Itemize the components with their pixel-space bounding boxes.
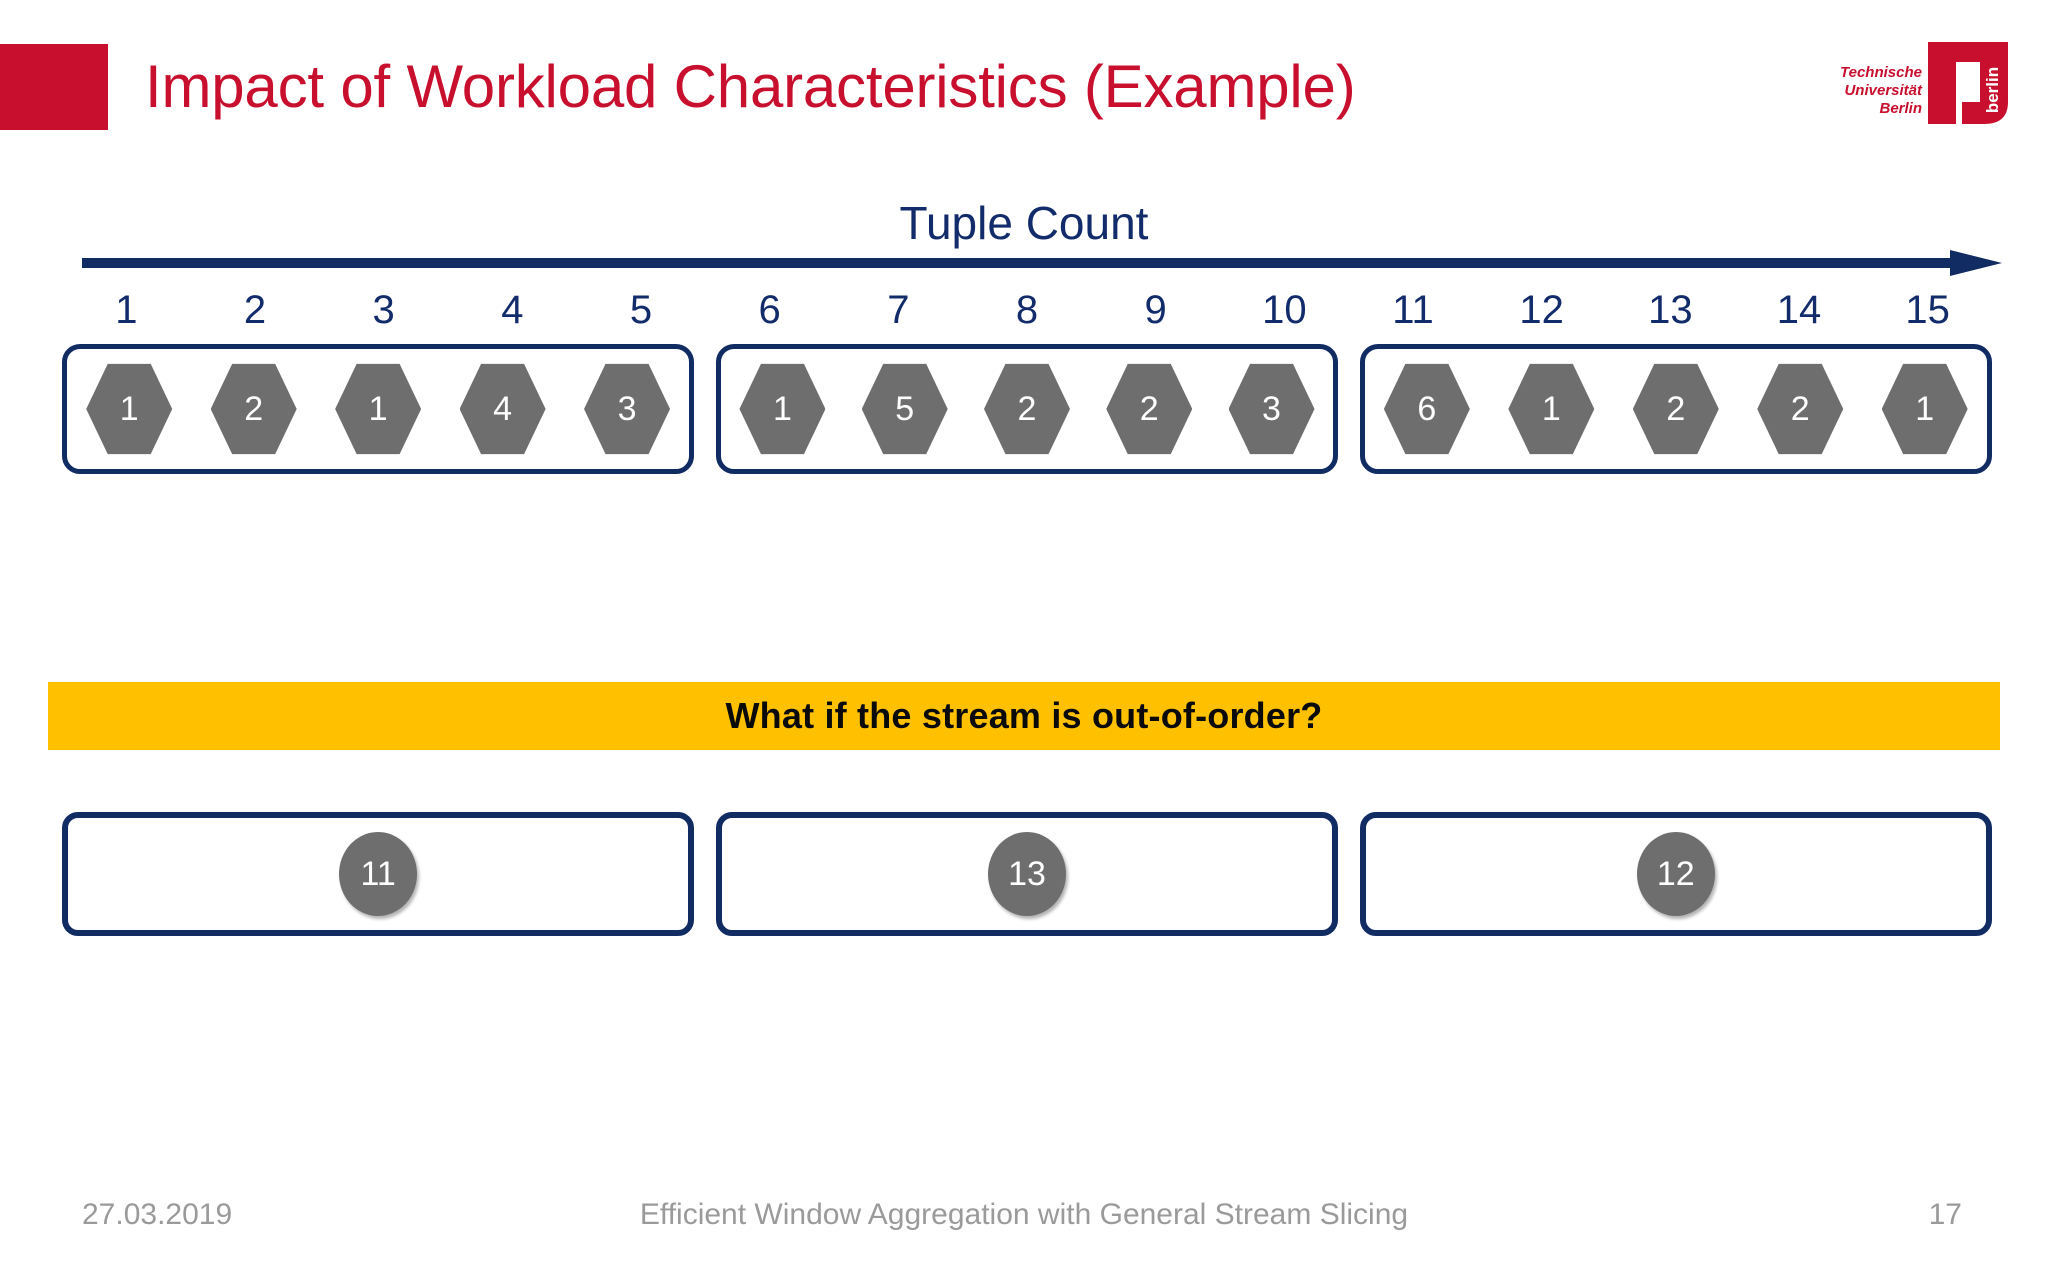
tuple-value: 1 [119, 390, 139, 428]
hexagon-icon [1632, 363, 1719, 455]
axis-tick-3: 3 [372, 288, 395, 332]
logo-line-3: Berlin [1879, 100, 1922, 117]
axis-tick-2: 2 [243, 288, 267, 332]
footer-date: 27.03.2019 [82, 1198, 233, 1231]
tuple-value: 2 [1139, 390, 1159, 428]
tuple-value: 2 [244, 390, 264, 428]
tuple-value: 1 [368, 390, 388, 428]
axis-tick-4: 4 [501, 288, 524, 332]
out-of-order-tuple-circle: 11 [339, 832, 418, 916]
tuple-value: 1 [772, 390, 792, 428]
hexagon-icon [1383, 363, 1470, 455]
out-of-order-tuple-circle: 12 [1636, 832, 1715, 916]
logo-wordmark: Technische Universität Berlin [1814, 64, 1922, 118]
tuple-value: 4 [493, 390, 513, 428]
callout-banner: What if the stream is out-of-order? [48, 682, 2000, 750]
ooo-slice-1: 11 [62, 812, 695, 936]
tuple-count-axis-arrow [82, 250, 2002, 276]
slice-3: 6 1 2 2 1 [1359, 344, 1992, 474]
tuple-hexagon: 6 [1383, 361, 1470, 457]
hexagon-icon [1881, 363, 1968, 455]
axis-tick-13: 13 [1648, 288, 1693, 332]
tuple-value: 2 [1790, 390, 1810, 428]
ooo-slice-3: 12 [1359, 812, 1992, 936]
tuple-hexagon: 1 [739, 361, 826, 457]
slice-2: 1 5 2 2 3 [716, 344, 1338, 474]
axis-tick-7: 7 [887, 288, 910, 332]
logo-line-2: Universität [1844, 82, 1922, 99]
tu-monogram-icon: berlin [1928, 42, 2008, 124]
tuple-hexagon: 3 [1228, 361, 1315, 457]
tuple-hexagon: 2 [1106, 361, 1193, 457]
tuple-value: 3 [617, 390, 637, 428]
tuple-hexagon: 1 [335, 361, 422, 457]
tuple-value: 2 [1017, 390, 1037, 428]
axis-tick-14: 14 [1776, 288, 1822, 332]
tuple-hexagon: 1 [86, 361, 173, 457]
tuple-value: 1 [1541, 390, 1561, 428]
ooo-slice-2: 13 [716, 812, 1338, 936]
out-of-order-slices: 11 13 12 [62, 812, 1992, 936]
axis-tick-5: 5 [629, 288, 653, 332]
tuple-hexagon: 2 [1757, 361, 1844, 457]
out-of-order-tuple-circle: 13 [987, 832, 1066, 916]
slide-footer: 27.03.2019 Efficient Window Aggregation … [0, 1198, 2048, 1242]
tuple-hexagon: 3 [584, 361, 671, 457]
axis-tick-12: 12 [1519, 288, 1564, 332]
tuple-value: 2 [1666, 390, 1686, 428]
hexagon-icon [1757, 363, 1844, 455]
callout-text: What if the stream is out-of-order? [725, 695, 1323, 736]
axis-tick-11: 11 [1392, 288, 1434, 332]
hexagon-icon [210, 363, 297, 455]
axis-tick-15: 15 [1905, 288, 1950, 332]
svg-text:berlin: berlin [1983, 67, 2002, 113]
axis-title: Tuple Count [899, 197, 1149, 249]
tuple-value: 1 [1915, 390, 1935, 428]
tuple-hexagon: 2 [1632, 361, 1719, 457]
tuple-hexagon: 5 [861, 361, 948, 457]
axis-tick-6: 6 [758, 288, 781, 332]
hexagon-icon [1508, 363, 1595, 455]
page-title: Impact of Workload Characteristics (Exam… [145, 53, 1356, 120]
tuple-value: 3 [1262, 390, 1281, 428]
title-accent-swatch [0, 44, 108, 130]
hexagon-icon [1228, 363, 1315, 455]
tuple-value: 6 [1417, 390, 1437, 428]
slice-1: 1 2 1 4 3 [62, 344, 695, 474]
hexagon-icon [86, 363, 173, 455]
tuple-hexagon: 1 [1881, 361, 1968, 457]
hexagon-icon [1106, 363, 1193, 455]
logo-line-1: Technische [1840, 64, 1922, 81]
tuple-hexagon: 1 [1508, 361, 1595, 457]
axis-tick-10: 10 [1262, 288, 1307, 332]
axis-tick-8: 8 [1015, 288, 1039, 332]
axis-tick-9: 9 [1144, 288, 1167, 332]
tuple-hexagon: 2 [983, 361, 1070, 457]
stream-slices: 1 2 1 4 3 1 5 2 2 3 6 1 2 2 1 [62, 344, 1992, 474]
tuple-value: 5 [895, 390, 915, 428]
tuple-hexagon: 2 [210, 361, 297, 457]
axis-tick-1: 1 [115, 288, 138, 332]
tuple-hexagon: 4 [459, 361, 546, 457]
tu-berlin-logo: Technische Universität Berlin berlin [1814, 28, 2024, 138]
footer-title: Efficient Window Aggregation with Genera… [639, 1198, 1409, 1231]
footer-page-number: 17 [1928, 1198, 1962, 1231]
hexagon-icon [335, 363, 422, 455]
